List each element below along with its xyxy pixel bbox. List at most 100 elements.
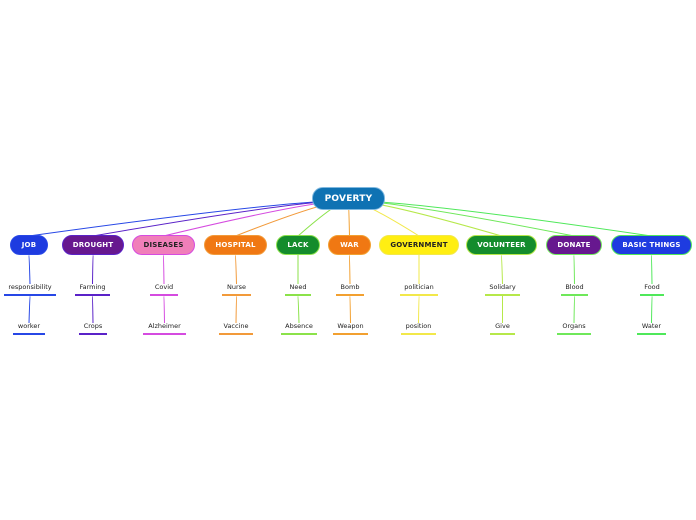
subtopic-label: Give <box>495 322 510 330</box>
branch-label: DISEASES <box>143 241 184 249</box>
branch-label: VOLUNTEER <box>477 241 526 249</box>
subtopic-hospital-1[interactable]: Nurse <box>222 283 251 296</box>
subtopic-drought-1[interactable]: Farming <box>75 283 110 296</box>
subtopic-label: responsibility <box>8 283 52 291</box>
subtopic-label: Solidary <box>489 283 516 291</box>
subtopic-volunteer-2[interactable]: Give <box>490 322 515 335</box>
subtopic-label: Alzheimer <box>148 322 181 330</box>
root-topic-poverty[interactable]: POVERTY <box>312 187 385 210</box>
connector-drought <box>92 200 349 237</box>
connector-basic_things-child-2 <box>651 295 653 324</box>
connector-lack-child-2 <box>297 295 300 324</box>
subtopic-underline <box>401 333 436 335</box>
subtopic-lack-2[interactable]: Absence <box>281 322 317 335</box>
subtopic-underline <box>13 333 45 335</box>
subtopic-label: Nurse <box>226 283 247 291</box>
subtopic-underline <box>640 294 664 296</box>
branch-hospital[interactable]: HOSPITAL <box>204 235 267 255</box>
subtopic-label: Water <box>641 322 662 330</box>
branch-war[interactable]: WAR <box>328 235 371 255</box>
branch-drought[interactable]: DROUGHT <box>62 235 124 255</box>
subtopic-hospital-2[interactable]: Vaccine <box>219 322 253 335</box>
branch-label: LACK <box>287 241 309 249</box>
connector-hospital-child-2 <box>235 295 237 324</box>
connector-drought-child-2 <box>92 295 94 324</box>
branch-label: JOB <box>21 241 37 249</box>
connector-war-child-1 <box>349 254 351 285</box>
subtopic-label: Farming <box>79 283 106 291</box>
branch-diseases[interactable]: DISEASES <box>132 235 195 255</box>
subtopic-government-2[interactable]: position <box>401 322 436 335</box>
connector-basic_things <box>348 200 652 237</box>
subtopic-underline <box>637 333 666 335</box>
connector-diseases-child-2 <box>163 295 165 324</box>
subtopic-underline <box>557 333 591 335</box>
subtopic-drought-2[interactable]: Crops <box>79 322 107 335</box>
subtopic-diseases-2[interactable]: Alzheimer <box>143 322 186 335</box>
subtopic-lack-1[interactable]: Need <box>285 283 311 296</box>
connector-donate-child-2 <box>573 295 575 324</box>
subtopic-war-1[interactable]: Bomb <box>336 283 364 296</box>
subtopic-underline <box>285 294 311 296</box>
subtopic-label: Crops <box>83 322 103 330</box>
subtopic-war-2[interactable]: Weapon <box>333 322 368 335</box>
subtopic-underline <box>333 333 368 335</box>
subtopic-label: position <box>405 322 432 330</box>
connector-job-child-1 <box>28 254 31 285</box>
subtopic-underline <box>485 294 520 296</box>
subtopic-underline <box>150 294 178 296</box>
subtopic-label: Organs <box>562 322 586 330</box>
subtopic-underline <box>336 294 364 296</box>
subtopic-underline <box>75 294 110 296</box>
connector-drought-child-1 <box>92 254 94 285</box>
root-topic-label: POVERTY <box>324 193 373 204</box>
subtopic-donate-2[interactable]: Organs <box>557 322 591 335</box>
subtopic-label: politician <box>404 283 434 291</box>
subtopic-volunteer-1[interactable]: Solidary <box>485 283 520 296</box>
branch-basic_things[interactable]: BASIC THINGS <box>611 235 692 255</box>
connector-hospital-child-1 <box>235 254 237 285</box>
subtopic-job-2[interactable]: worker <box>13 322 45 335</box>
branch-label: HOSPITAL <box>215 241 256 249</box>
subtopic-underline <box>222 294 251 296</box>
branch-volunteer[interactable]: VOLUNTEER <box>466 235 537 255</box>
subtopic-label: Bomb <box>340 283 360 291</box>
subtopic-label: Covid <box>154 283 174 291</box>
branch-label: BASIC THINGS <box>622 241 681 249</box>
subtopic-underline <box>561 294 588 296</box>
subtopic-basic_things-2[interactable]: Water <box>637 322 666 335</box>
branch-label: DONATE <box>557 241 591 249</box>
connector-volunteer-child-1 <box>501 254 503 285</box>
subtopic-government-1[interactable]: politician <box>400 283 438 296</box>
subtopic-underline <box>4 294 56 296</box>
subtopic-underline <box>219 333 253 335</box>
connector-war-child-2 <box>349 295 351 324</box>
subtopic-label: Absence <box>285 322 313 330</box>
subtopic-underline <box>143 333 186 335</box>
branch-label: GOVERNMENT <box>390 241 448 249</box>
branch-job[interactable]: JOB <box>10 235 48 255</box>
branch-label: WAR <box>340 241 359 249</box>
subtopic-job-1[interactable]: responsibility <box>4 283 56 296</box>
subtopic-diseases-1[interactable]: Covid <box>150 283 178 296</box>
subtopic-underline <box>79 333 107 335</box>
connector-donate-child-1 <box>573 254 575 285</box>
branch-lack[interactable]: LACK <box>276 235 320 255</box>
connector-government-child-2 <box>418 295 420 324</box>
branch-government[interactable]: GOVERNMENT <box>379 235 459 255</box>
subtopic-donate-1[interactable]: Blood <box>561 283 588 296</box>
subtopic-label: Food <box>644 283 660 291</box>
branch-donate[interactable]: DONATE <box>546 235 602 255</box>
subtopic-label: worker <box>17 322 41 330</box>
subtopic-basic_things-1[interactable]: Food <box>640 283 664 296</box>
connector-job-child-2 <box>28 295 31 324</box>
subtopic-label: Blood <box>565 283 584 291</box>
connector-diseases-child-1 <box>163 254 165 285</box>
subtopic-underline <box>490 333 515 335</box>
subtopic-label: Vaccine <box>223 322 249 330</box>
subtopic-underline <box>281 333 317 335</box>
subtopic-label: Weapon <box>337 322 364 330</box>
connector-basic_things-child-1 <box>651 254 653 285</box>
subtopic-label: Need <box>289 283 307 291</box>
